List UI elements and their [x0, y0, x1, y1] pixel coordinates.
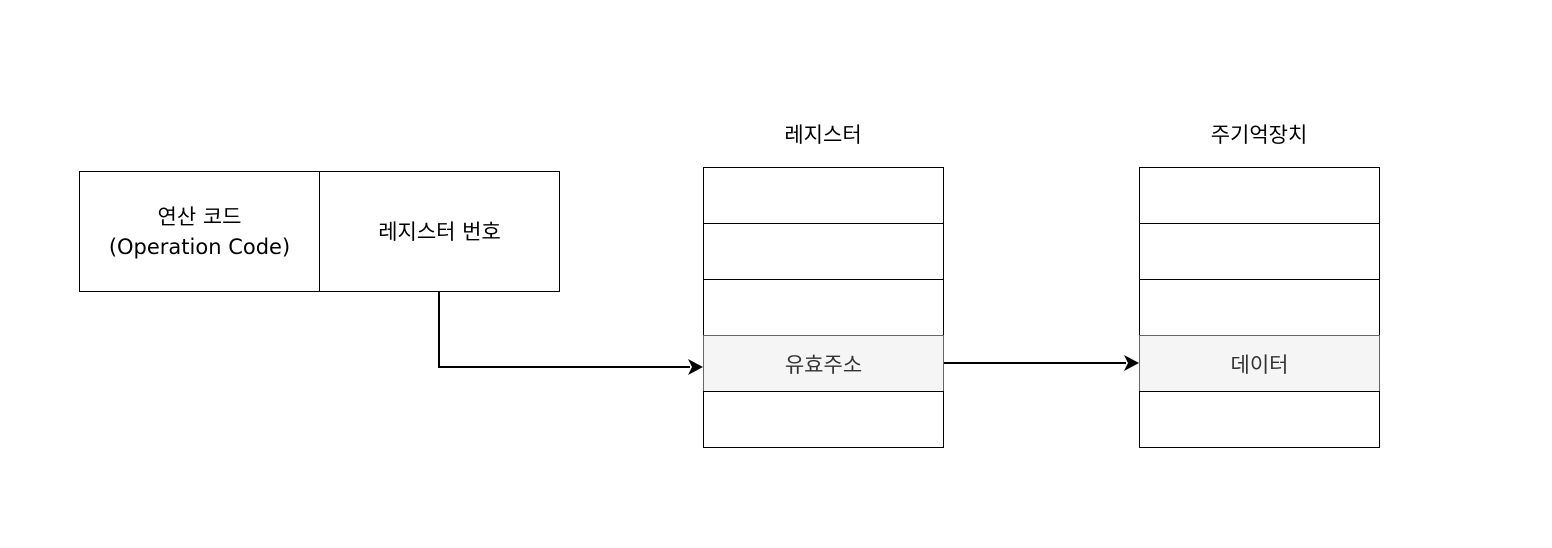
arrowhead-icon: [688, 359, 703, 375]
memory-cell: [1139, 279, 1380, 336]
register-to-memory-arrow: [944, 355, 1139, 371]
data-label: 데이터: [1230, 352, 1289, 377]
opcode-label: 연산 코드 (Operation Code): [109, 202, 290, 262]
arrowhead-icon: [1124, 355, 1139, 371]
register-cell: [703, 279, 944, 336]
effective-address-label: 유효주소: [784, 352, 863, 377]
register-number-label: 레지스터 번호: [378, 219, 501, 244]
memory-cell-data: 데이터: [1139, 335, 1380, 392]
memory-cell: [1139, 391, 1380, 448]
register-cell-effective-address: 유효주소: [703, 335, 944, 392]
register-title: 레지스터: [784, 123, 862, 147]
memory-title: 주기억장치: [1210, 123, 1308, 147]
opcode-label-english: (Operation Code): [108, 234, 291, 259]
opcode-label-korean: 연산 코드: [157, 204, 242, 229]
register-cell: [703, 391, 944, 448]
opcode-field: 연산 코드 (Operation Code): [79, 171, 320, 292]
register-number-field: 레지스터 번호: [319, 171, 560, 292]
register-number-to-register-arrow: [438, 292, 703, 375]
